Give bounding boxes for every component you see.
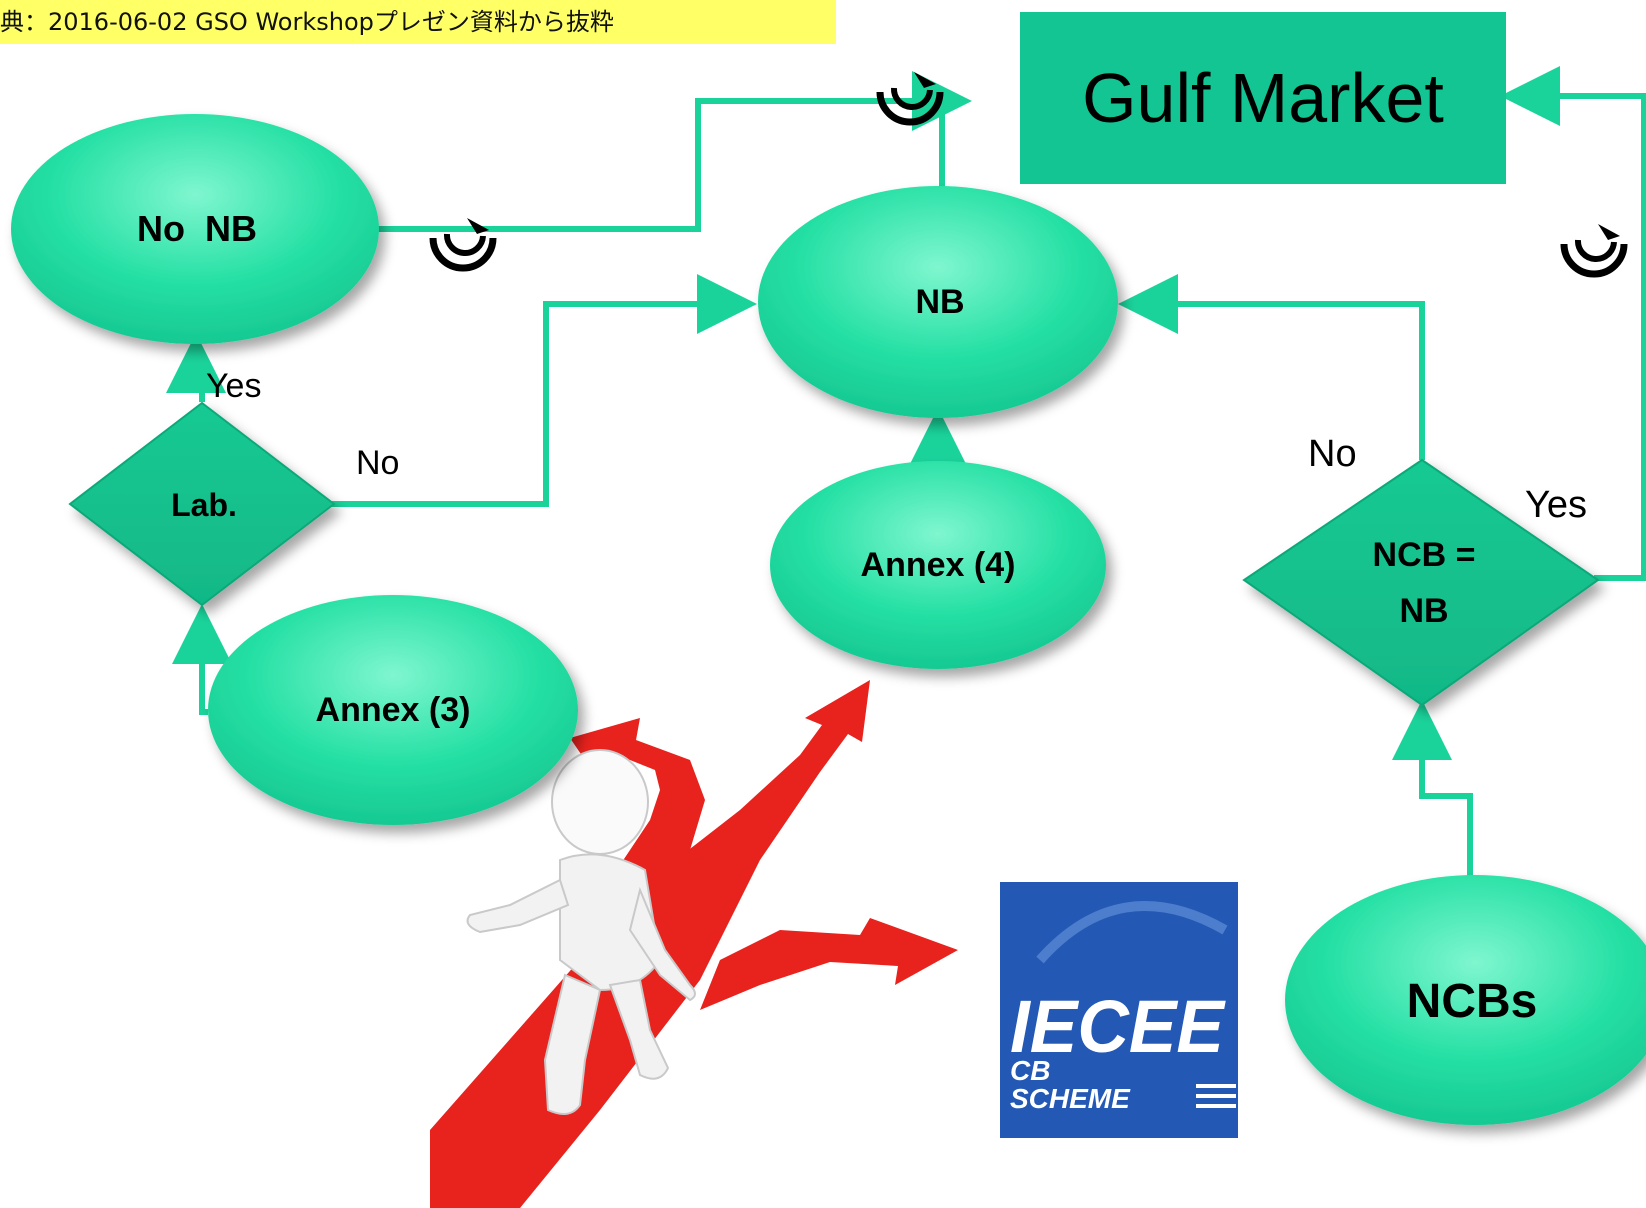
ncb-nb-decision [1242,458,1600,707]
ncb-no-label: No [1308,433,1357,475]
logo-line2: CB [1010,1055,1050,1086]
lab-diamond [68,401,336,607]
iecee-cb-scheme-logo: IECEE CB SCHEME [1000,882,1238,1138]
annex3-label: Annex (3) [316,691,471,729]
edge-ncb-to-nb [1118,274,1425,460]
edge-ncbs-to-ncb [1392,700,1473,892]
edge-lab-to-nb [330,274,757,507]
edge-ncb-to-market [1500,66,1646,581]
ncbs-ellipse [1285,875,1646,1125]
person-figure [466,749,696,1115]
person-leg-right [608,978,670,1080]
nb-label: NB [915,283,964,321]
edge-annex3-to-lab [172,604,232,715]
no-nb-label: No NB [137,208,257,249]
annex4-label: Annex (4) [861,546,1016,584]
nb-ellipse [758,186,1118,418]
red-arrow-left [570,718,705,900]
logo-stripes [1196,1084,1236,1108]
logo-line3: SCHEME [1010,1083,1131,1114]
ncb-nb-label-line2: NB [1399,592,1448,630]
connectors [166,66,1646,892]
person-arm-right [628,886,696,1002]
person-leg-left [543,973,602,1115]
edge-lab-to-nonb [166,333,226,402]
gulf-market-node: Gulf Market [1020,12,1506,184]
logo-globe-arc [1036,901,1228,964]
lab-decision [68,401,336,607]
lab-label: Lab. [171,487,237,523]
lab-yes-label: Yes [206,367,261,405]
annex4-node [770,461,1106,669]
person-arm-left [466,878,570,934]
no-nb-node [11,114,379,344]
logo-line1: IECEE [1010,985,1227,1068]
no-nb-ellipse [11,114,379,344]
ncbs-node [1285,875,1646,1125]
red-arrow-right [700,918,958,1010]
annex4-ellipse [770,461,1106,669]
edge-nonb-to-market [378,71,972,232]
nb-node [758,186,1118,418]
gulf-market-label: Gulf Market [1082,59,1444,137]
gcc-mark-icon [429,218,497,272]
ncb-nb-label-line1: NCB = [1373,536,1476,574]
annex3-ellipse [208,595,578,825]
annex3-node [208,595,578,825]
ncbs-label: NCBs [1407,975,1538,1028]
gulf-market-box [1020,12,1506,184]
person-head [551,749,649,855]
gcc-mark-icon [876,72,944,126]
ncb-nb-diamond [1242,458,1600,707]
gcc-mark-icon [1560,224,1628,278]
lab-no-label: No [356,444,399,482]
source-note: 典：2016-06-02 GSO Workshopプレゼン資料から抜粋 [0,0,836,44]
ncb-yes-label: Yes [1525,484,1587,526]
